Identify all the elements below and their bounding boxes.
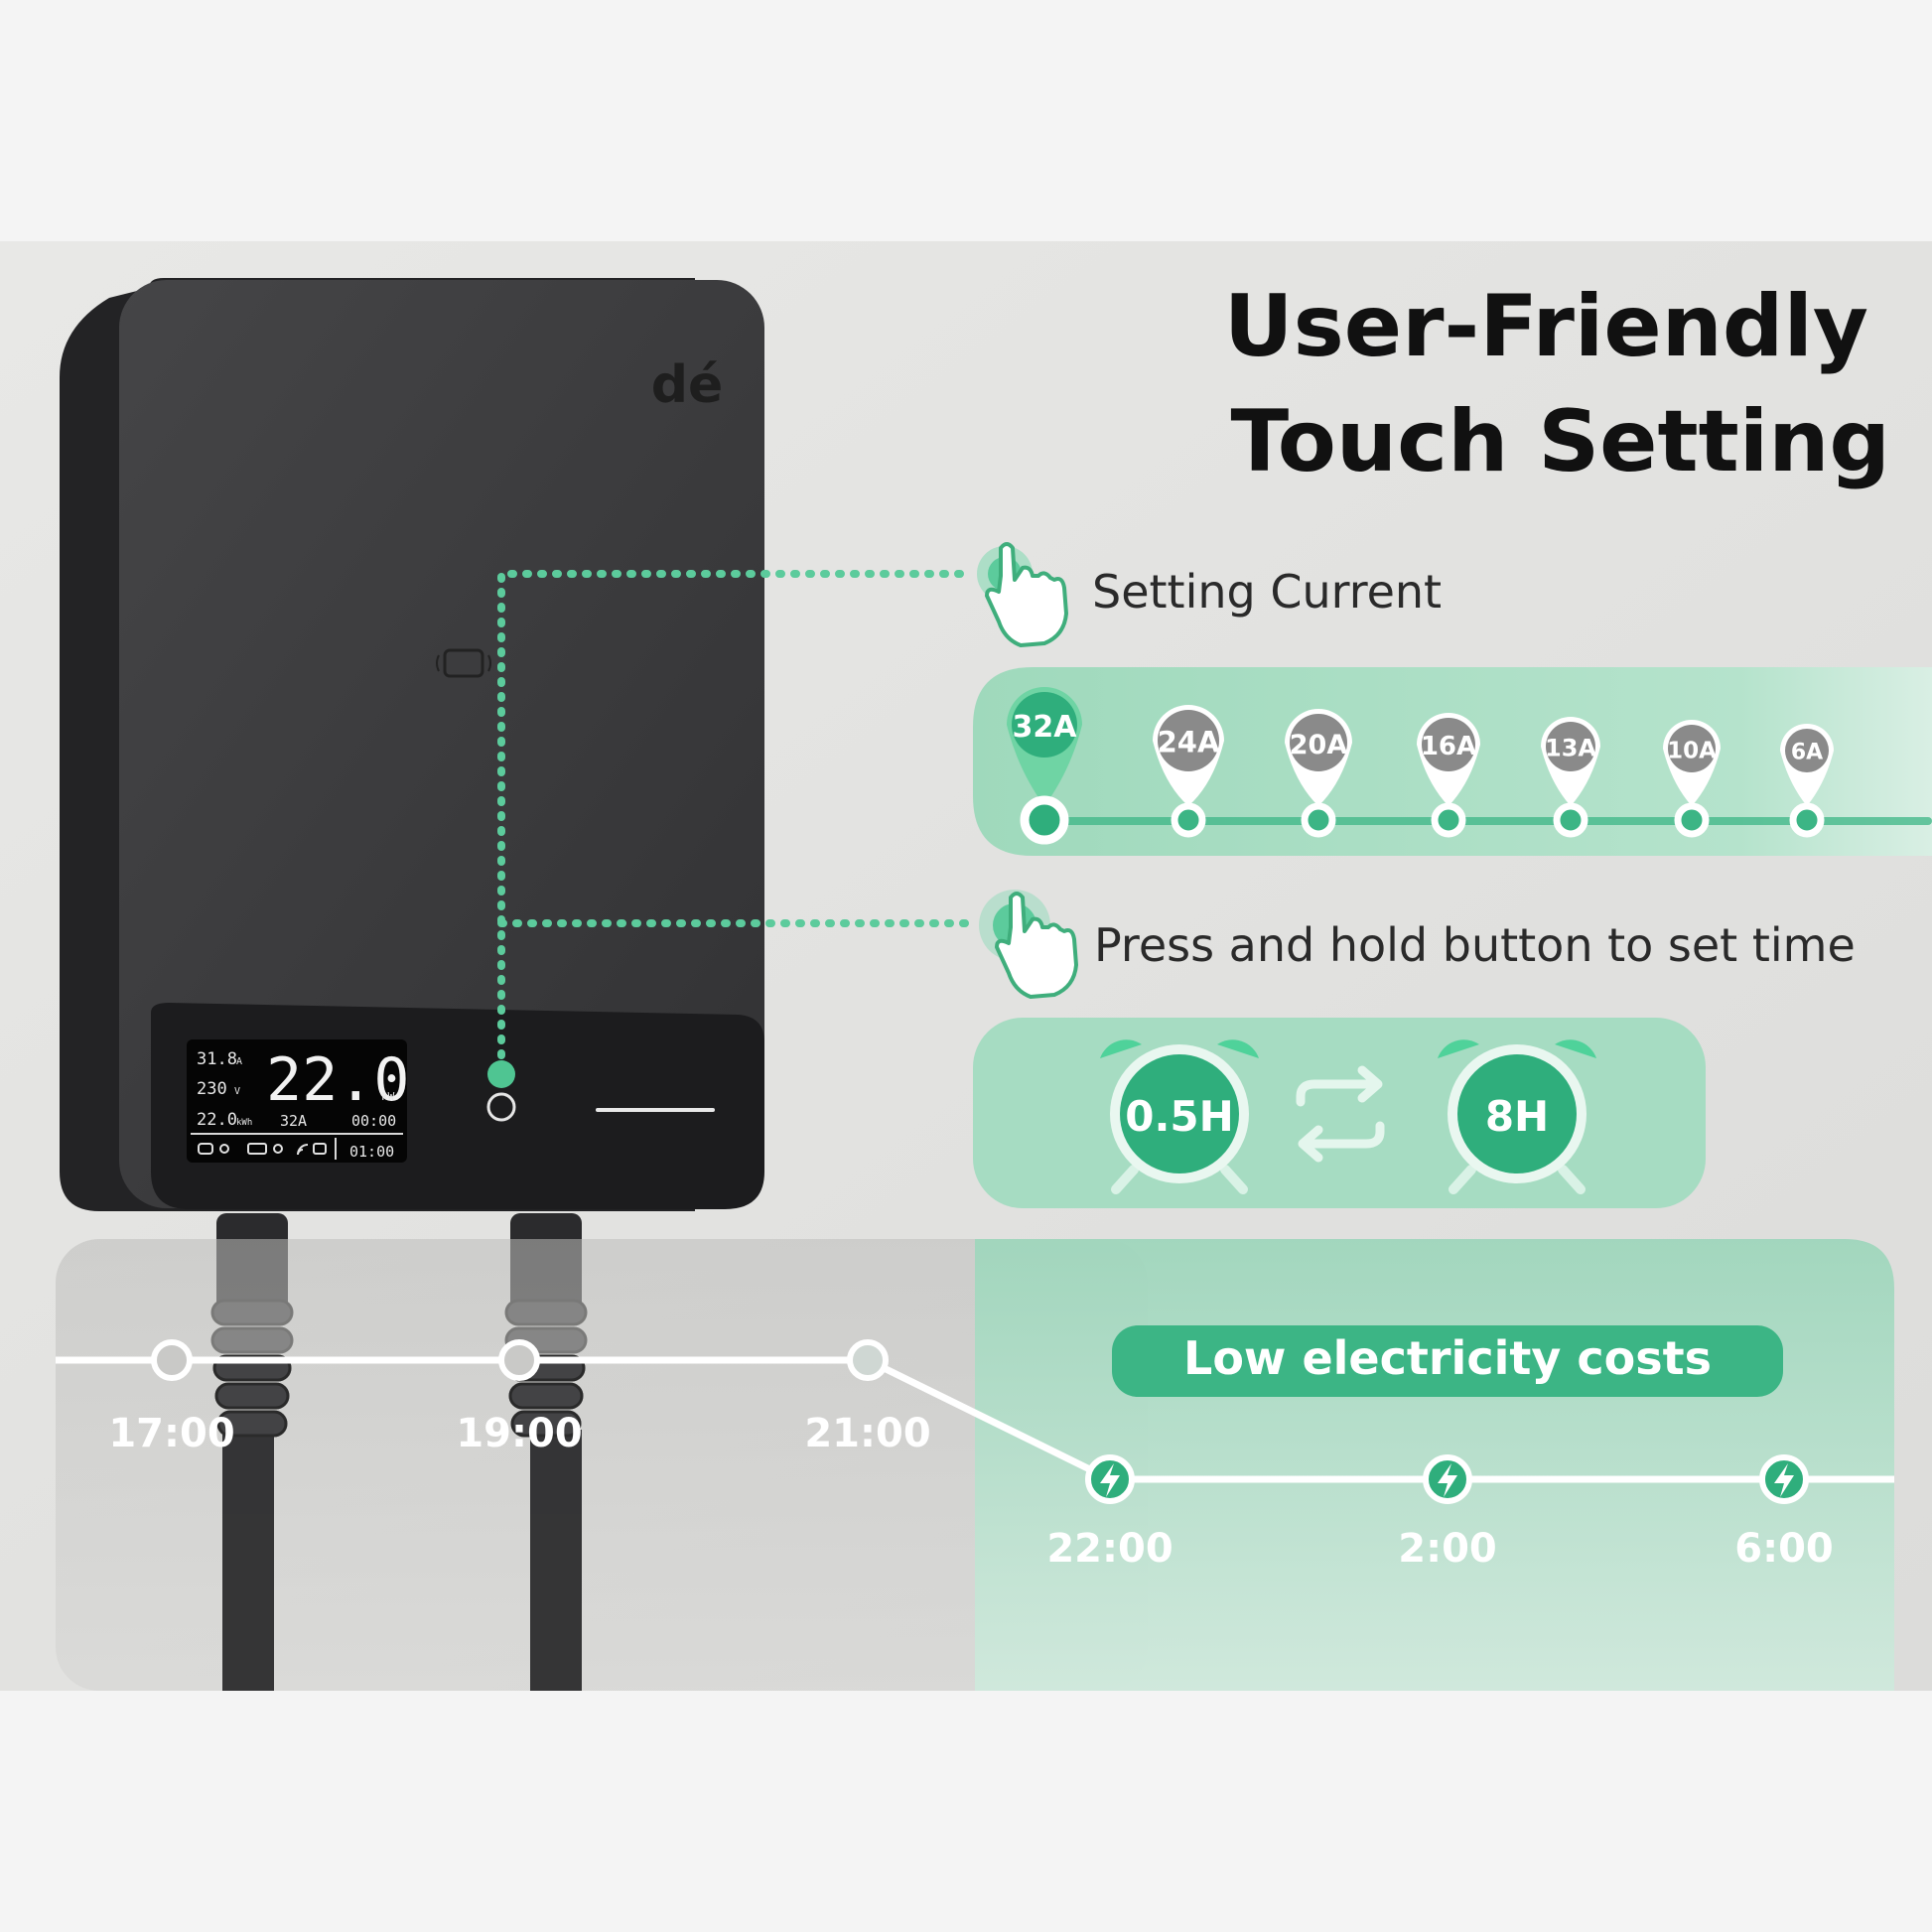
- lightning-icon: [1100, 1463, 1120, 1497]
- current-option-label: 10A: [1667, 738, 1717, 763]
- current-option-marker: [1431, 802, 1466, 838]
- time-option-8h: 8H: [1485, 1092, 1549, 1141]
- ev-charger: dé 31.8 A 230 V 22.0 kW 22.0 kWh 32A 00:…: [60, 278, 764, 1211]
- set-time-label: Press and hold button to set time: [1094, 918, 1856, 972]
- current-option-label: 20A: [1290, 730, 1348, 760]
- current-option-label: 16A: [1421, 732, 1476, 761]
- card-reader-icon: [436, 648, 491, 678]
- time-label-17: 17:00: [108, 1411, 234, 1456]
- lightning-node-2: [1423, 1454, 1472, 1504]
- title-line-1: User-Friendly: [1224, 277, 1868, 376]
- current-selector-track: [1042, 817, 1932, 825]
- time-label-21: 21:00: [804, 1411, 930, 1456]
- current-option-6a[interactable]: 6A: [1780, 724, 1834, 838]
- low-cost-banner-text: Low electricity costs: [1183, 1331, 1712, 1385]
- lcd-current-unit: A: [236, 1056, 242, 1067]
- time-label-19: 19:00: [456, 1411, 582, 1456]
- current-option-13a[interactable]: 13A: [1541, 717, 1600, 838]
- time-label-2: 2:00: [1398, 1526, 1497, 1572]
- lcd-current: 31.8: [197, 1049, 237, 1069]
- swap-arrows-icon: [1296, 1065, 1385, 1163]
- lcd-energy-unit: kWh: [236, 1118, 252, 1128]
- current-option-marker: [1553, 802, 1588, 838]
- lcd-voltage: 230: [197, 1079, 227, 1099]
- current-option-marker: [1020, 795, 1069, 845]
- setting-current-label: Setting Current: [1092, 565, 1442, 619]
- lcd-timer: 00:00: [351, 1112, 396, 1130]
- alarm-clock-0-5h[interactable]: 0.5H: [1100, 1039, 1259, 1194]
- current-options: 32A 24A 20A 16A 13A 10A 6A: [1007, 687, 1834, 845]
- lcd-status-icons: [198, 1143, 327, 1156]
- tap-hand-time: [979, 890, 1078, 999]
- lcd-clock: 01:00: [349, 1143, 394, 1161]
- title-line-2: Touch Setting: [1231, 392, 1890, 491]
- current-option-marker: [1171, 802, 1206, 838]
- timeline-line: [56, 1356, 1894, 1483]
- current-option-label: 6A: [1791, 741, 1823, 765]
- current-option-marker: [1674, 802, 1710, 838]
- current-option-24a[interactable]: 24A: [1153, 705, 1224, 838]
- time-option-0-5h: 0.5H: [1125, 1092, 1234, 1141]
- low-cost-banner: [1112, 1325, 1783, 1397]
- lightning-node-6: [1759, 1454, 1809, 1504]
- current-option-marker: [1301, 802, 1336, 838]
- lcd-voltage-unit: V: [234, 1086, 240, 1097]
- time-label-22: 22:00: [1046, 1526, 1173, 1572]
- touch-point-indicator: [487, 1060, 515, 1088]
- current-option-label: 24A: [1158, 726, 1220, 759]
- current-option-16a[interactable]: 16A: [1417, 713, 1480, 838]
- hand-tap-icon: [995, 892, 1078, 999]
- current-option-marker: [1789, 802, 1825, 838]
- current-option-20a[interactable]: 20A: [1285, 709, 1352, 838]
- hand-tap-icon: [985, 542, 1068, 647]
- current-option-10a[interactable]: 10A: [1663, 720, 1721, 838]
- charger-front: [119, 280, 764, 1208]
- brand-logo: dé: [651, 355, 724, 415]
- touch-button[interactable]: [486, 1092, 516, 1122]
- time-selector-panel: [973, 1018, 1706, 1208]
- lcd-power-unit: kW: [381, 1090, 395, 1103]
- lcd-set-current: 32A: [280, 1112, 307, 1130]
- alarm-clock-8h[interactable]: 8H: [1438, 1039, 1596, 1194]
- status-light-bar: [596, 1108, 715, 1112]
- timeline-normal-nodes: [151, 1339, 889, 1381]
- dotted-connectors: [497, 570, 977, 1074]
- lcd-display: 31.8 A 230 V 22.0 kW 22.0 kWh 32A 00:00 …: [187, 1039, 410, 1163]
- lightning-icon: [1438, 1463, 1457, 1497]
- lightning-node-22: [1085, 1454, 1135, 1504]
- current-option-32a[interactable]: 32A: [1007, 687, 1082, 845]
- current-option-label: 13A: [1545, 735, 1596, 762]
- time-label-6: 6:00: [1734, 1526, 1834, 1572]
- tap-hand-current: [977, 542, 1068, 647]
- current-option-label: 32A: [1013, 710, 1078, 745]
- lcd-energy: 22.0: [197, 1110, 237, 1130]
- lightning-icon: [1774, 1463, 1794, 1497]
- lcd-power: 22.0: [266, 1045, 410, 1115]
